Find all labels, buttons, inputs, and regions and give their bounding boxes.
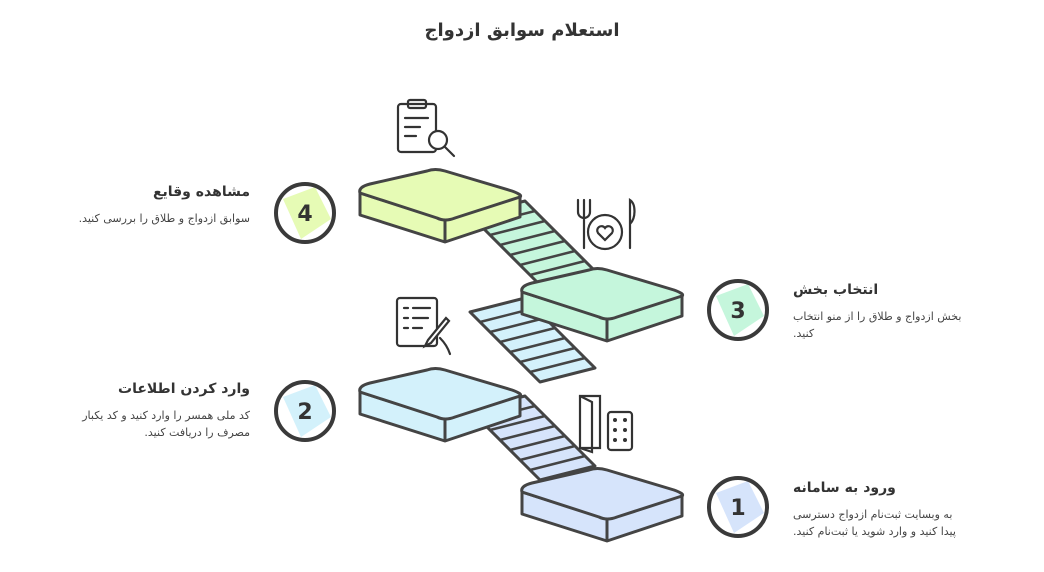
step-number: 3 [730,299,745,324]
platform-step-4 [358,168,523,244]
step-1-title: ورود به سامانه [793,480,896,496]
step-2-title: وارد کردن اطلاعات [118,381,250,397]
fork-heart-knife-icon [576,197,636,251]
step-1-text: ورود به سامانه به وبسایت ثبت‌نام ازدواج … [793,480,968,540]
step-number: 1 [730,496,745,521]
step-3-description: بخش ازدواج و طلاق را از منو انتخاب کنید. [793,310,962,340]
step-number: 2 [297,400,312,425]
step-3-text: انتخاب بخش بخش ازدواج و طلاق را از منو ا… [793,282,968,342]
step-4-title: مشاهده وقایع [152,184,250,200]
stairs [468,199,597,482]
step-3-title: انتخاب بخش [793,282,879,298]
step-1-marker: 1 [707,476,769,538]
step-1-description: به وبسایت ثبت‌نام ازدواج دسترسی پیدا کنی… [793,508,956,538]
step-2-text: وارد کردن اطلاعات کد ملی همسر را وارد کن… [75,381,250,441]
clipboard-search-icon [396,98,456,158]
form-pen-icon [395,296,452,356]
platform-step-3 [520,267,685,343]
step-number: 4 [297,202,312,227]
step-4-text: مشاهده وقایع سوابق ازدواج و طلاق را بررس… [75,184,250,227]
platform-step-2 [358,367,523,443]
page-title: استعلام سوابق ازدواج [424,20,620,41]
step-markers: 1 2 3 4 [274,182,769,538]
door-keypad-icon [578,394,634,454]
step-3-marker: 3 [707,279,769,341]
step-4-marker: 4 [274,182,336,244]
platform-step-1 [520,467,685,543]
platforms [358,168,685,543]
step-4-description: سوابق ازدواج و طلاق را بررسی کنید. [78,212,250,225]
step-2-description: کد ملی همسر را وارد کنید و کد یکبار مصرف… [82,409,250,439]
step-2-marker: 2 [274,380,336,442]
